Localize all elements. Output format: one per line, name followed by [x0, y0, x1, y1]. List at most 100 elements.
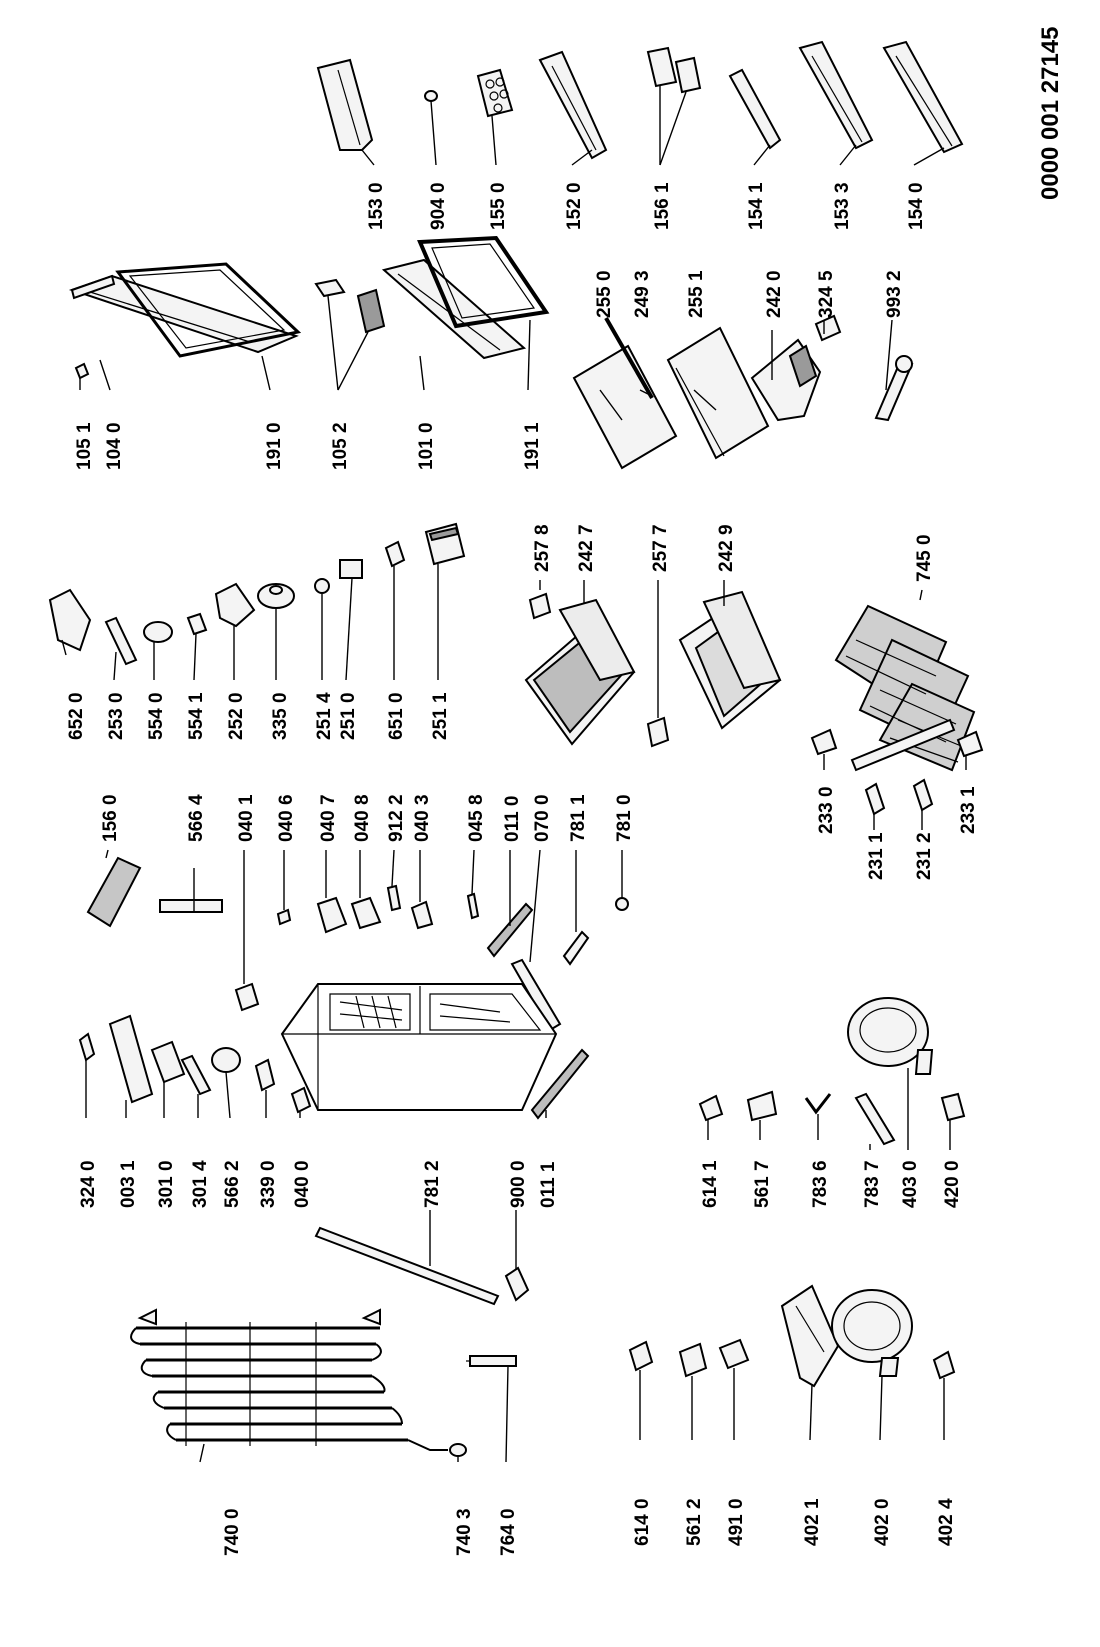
condenser-group: 740 0 740 3 764 0	[130, 1308, 519, 1556]
label-153-3: 153 3	[832, 182, 853, 230]
compressor-base-part	[780, 1284, 840, 1388]
label-011-1: 011 1	[538, 1161, 559, 1208]
label-561-7: 561 7	[752, 1160, 773, 1208]
label-040-3: 040 3	[412, 794, 433, 842]
shelves-group: 255 0 249 3 255 1 242 0 324 5 993 2	[572, 270, 914, 470]
label-045-8: 045 8	[466, 794, 487, 842]
label-740-0: 740 0	[222, 1508, 243, 1556]
label-105-1: 105 1	[74, 422, 95, 470]
label-152-0: 152 0	[564, 182, 585, 230]
fridge-door-part	[381, 258, 527, 360]
lamp-cover-part	[143, 621, 173, 643]
compressor-right-group: 614 1 561 7 783 6 783 7 403 0 420 0	[698, 997, 966, 1208]
label-252-0: 252 0	[226, 692, 247, 740]
label-156-1: 156 1	[652, 182, 673, 230]
label-781-0: 781 0	[614, 794, 635, 842]
label-040-1: 040 1	[236, 794, 257, 842]
label-153-0: 153 0	[366, 182, 387, 230]
door-shelf-part	[798, 40, 874, 150]
label-257-7: 257 7	[650, 524, 671, 572]
fridge-gasket-part	[417, 235, 550, 329]
label-554-1: 554 1	[186, 692, 207, 740]
label-745-0: 745 0	[914, 534, 935, 582]
rack-clip-part	[810, 728, 838, 756]
label-554-0: 554 0	[146, 692, 167, 740]
doors-group: 105 1 104 0 191 0 105 2 101 0 191 1	[68, 235, 550, 470]
label-561-2: 561 2	[684, 1498, 705, 1546]
label-420-0: 420 0	[942, 1160, 963, 1208]
cap-tube-part	[314, 1226, 500, 1306]
butter-cover-part	[316, 58, 374, 151]
label-251-4: 251 4	[314, 692, 335, 740]
bottle-shelf-part	[882, 40, 964, 154]
cabinet-parts-group: 156 0 566 4 040 1 040 6 040 7 040 8 912 …	[86, 794, 635, 1032]
label-651-0: 651 0	[386, 692, 407, 740]
label-912-2: 912 2	[386, 794, 407, 842]
label-904-0: 904 0	[428, 182, 449, 230]
label-402-1: 402 1	[802, 1498, 823, 1546]
hinge-cap-part	[74, 362, 90, 380]
label-101-0: 101 0	[416, 422, 437, 470]
label-993-2: 993 2	[884, 270, 905, 318]
label-257-8: 257 8	[532, 524, 553, 572]
label-242-9: 242 9	[716, 524, 737, 572]
label-402-4: 402 4	[936, 1498, 957, 1546]
refrigerator-cabinet	[280, 983, 558, 1111]
label-324-0: 324 0	[78, 1160, 99, 1208]
label-566-2: 566 2	[222, 1160, 243, 1208]
label-402-0: 402 0	[872, 1498, 893, 1546]
label-231-1: 231 1	[866, 832, 887, 880]
label-335-0: 335 0	[270, 692, 291, 740]
label-249-3: 249 3	[632, 270, 653, 318]
compressor-bottom-group: 614 0 561 2 491 0 402 1 402 0 402 4	[628, 1284, 957, 1546]
control-panel-part	[108, 1014, 154, 1104]
label-652-0: 652 0	[66, 692, 87, 740]
lamp-holder-part	[211, 1047, 241, 1073]
label-070-0: 070 0	[532, 794, 553, 842]
freezer-racks-group: 745 0 233 0 231 1 231 2 233 1	[810, 534, 984, 880]
label-251-1: 251 1	[430, 692, 451, 740]
label-253-0: 253 0	[106, 692, 127, 740]
ice-tray-part	[86, 856, 142, 928]
label-105-2: 105 2	[330, 422, 351, 470]
label-040-8: 040 8	[352, 794, 373, 842]
condenser-coil-part	[136, 1326, 408, 1442]
label-781-2: 781 2	[422, 1160, 443, 1208]
label-233-0: 233 0	[816, 786, 837, 834]
cabinet-body	[280, 983, 558, 1111]
label-154-0: 154 0	[906, 182, 927, 230]
label-324-5: 324 5	[816, 270, 837, 318]
air-duct-part	[486, 902, 534, 958]
label-614-1: 614 1	[700, 1160, 721, 1208]
egg-tray-part	[476, 68, 514, 118]
glass-shelf-part	[572, 344, 678, 470]
thermostat-part	[48, 588, 92, 652]
label-040-0: 040 0	[292, 1160, 313, 1208]
label-614-0: 614 0	[632, 1498, 653, 1546]
label-491-0: 491 0	[726, 1498, 747, 1546]
label-242-7: 242 7	[576, 524, 597, 572]
label-783-6: 783 6	[810, 1160, 831, 1208]
document-id: 0000 001 27145	[1037, 26, 1064, 200]
label-781-1: 781 1	[568, 794, 589, 842]
left-parts-group: 324 0 003 1 301 0 301 4 566 2 339 0 040 …	[78, 1014, 590, 1306]
label-156-0: 156 0	[100, 794, 121, 842]
handle-part	[314, 278, 346, 298]
label-040-7: 040 7	[318, 794, 339, 842]
label-783-7: 783 7	[862, 1160, 883, 1208]
drawers-group: 257 8 242 7 257 7 242 9	[524, 524, 782, 748]
shelf-trim-part	[728, 68, 782, 150]
knob-part	[424, 90, 438, 102]
label-242-0: 242 0	[764, 270, 785, 318]
door-accessories: 153 0 904 0 155 0 152 0 156 1 154 1 153 …	[316, 40, 964, 230]
label-566-4: 566 4	[186, 794, 207, 842]
label-003-1: 003 1	[118, 1160, 139, 1208]
label-155-0: 155 0	[488, 182, 509, 230]
egg-holder-part	[646, 46, 678, 88]
label-301-4: 301 4	[190, 1160, 211, 1208]
label-740-3: 740 3	[454, 1508, 475, 1556]
label-233-1: 233 1	[958, 786, 979, 834]
controls-group: 652 0 253 0 554 0 554 1 252 0 335 0 251 …	[48, 522, 466, 740]
label-104-0: 104 0	[104, 422, 125, 470]
